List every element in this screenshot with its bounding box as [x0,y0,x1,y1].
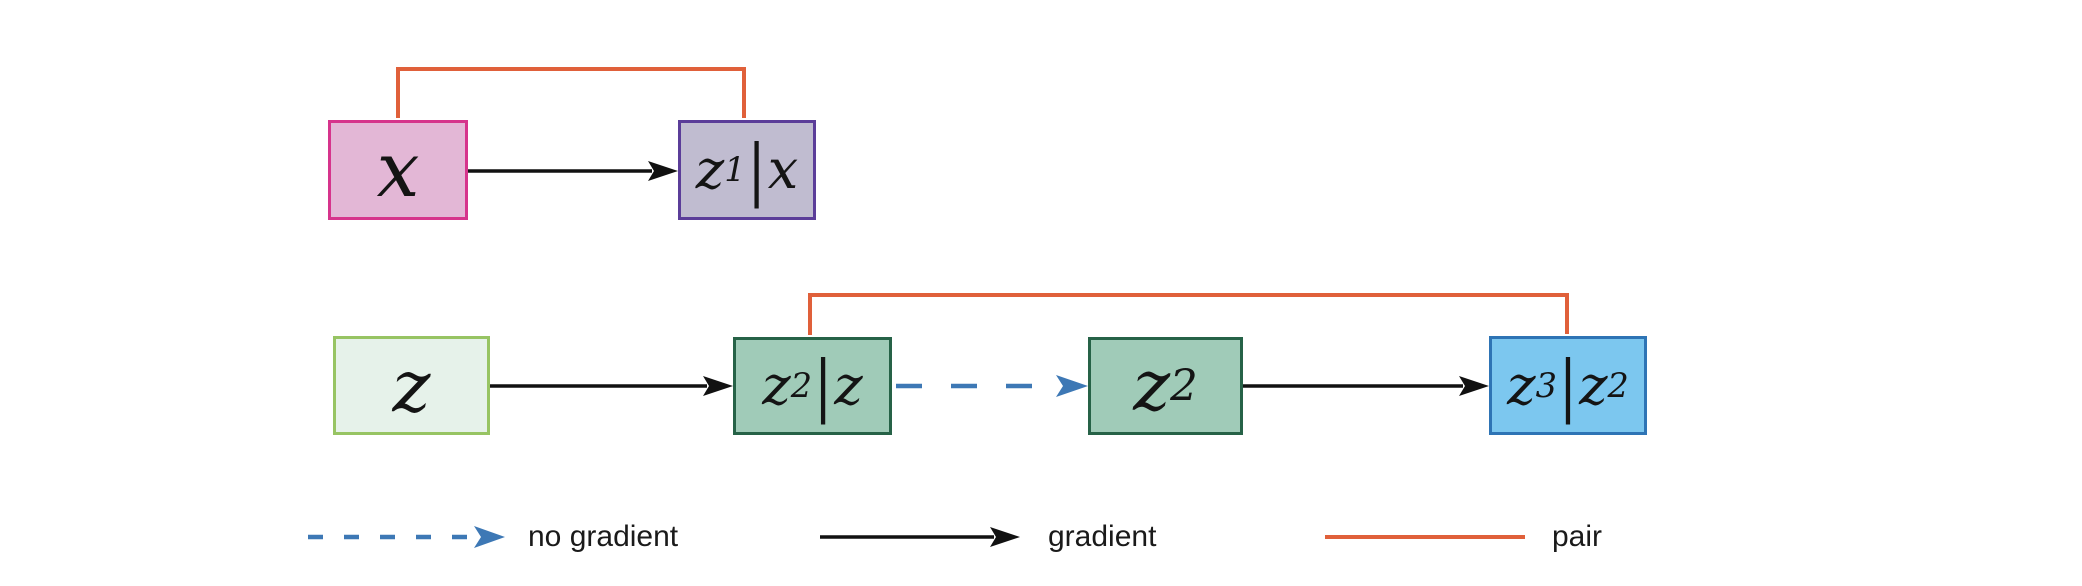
arrowhead-black [648,161,678,181]
node-z2z-cond: z [834,354,863,417]
pair-line-z2z-z3z2 [808,293,1569,335]
node-z3z2-bar: | [1558,345,1578,425]
node-z2z-bar: | [814,346,833,425]
node-z: z [333,336,490,435]
pair-line-x-z1x [396,67,746,118]
arrowhead-blue [1056,375,1088,397]
arrowhead-black [703,376,733,396]
legend-arrowhead-black [990,527,1020,547]
arrowhead-black [1459,376,1489,396]
legend-pair-label: pair [1552,520,1603,553]
legend-arrowhead-blue [474,526,505,548]
node-z2-main: z [1133,345,1171,427]
node-z2z-main: z [762,354,791,417]
node-x-label: x [376,125,420,214]
node-x: x [328,120,468,220]
node-z1x-bar: | [747,130,766,209]
legend-gradient-label: gradient [1048,520,1157,553]
legend-no-gradient-label: no gradient [528,520,679,553]
node-z1x-cond: x [767,138,799,201]
node-z-label: z [392,343,431,428]
node-z1x-main: z [695,138,725,201]
node-z3z2-cond: z [1579,353,1608,417]
node-z3z2-main: z [1507,353,1536,417]
